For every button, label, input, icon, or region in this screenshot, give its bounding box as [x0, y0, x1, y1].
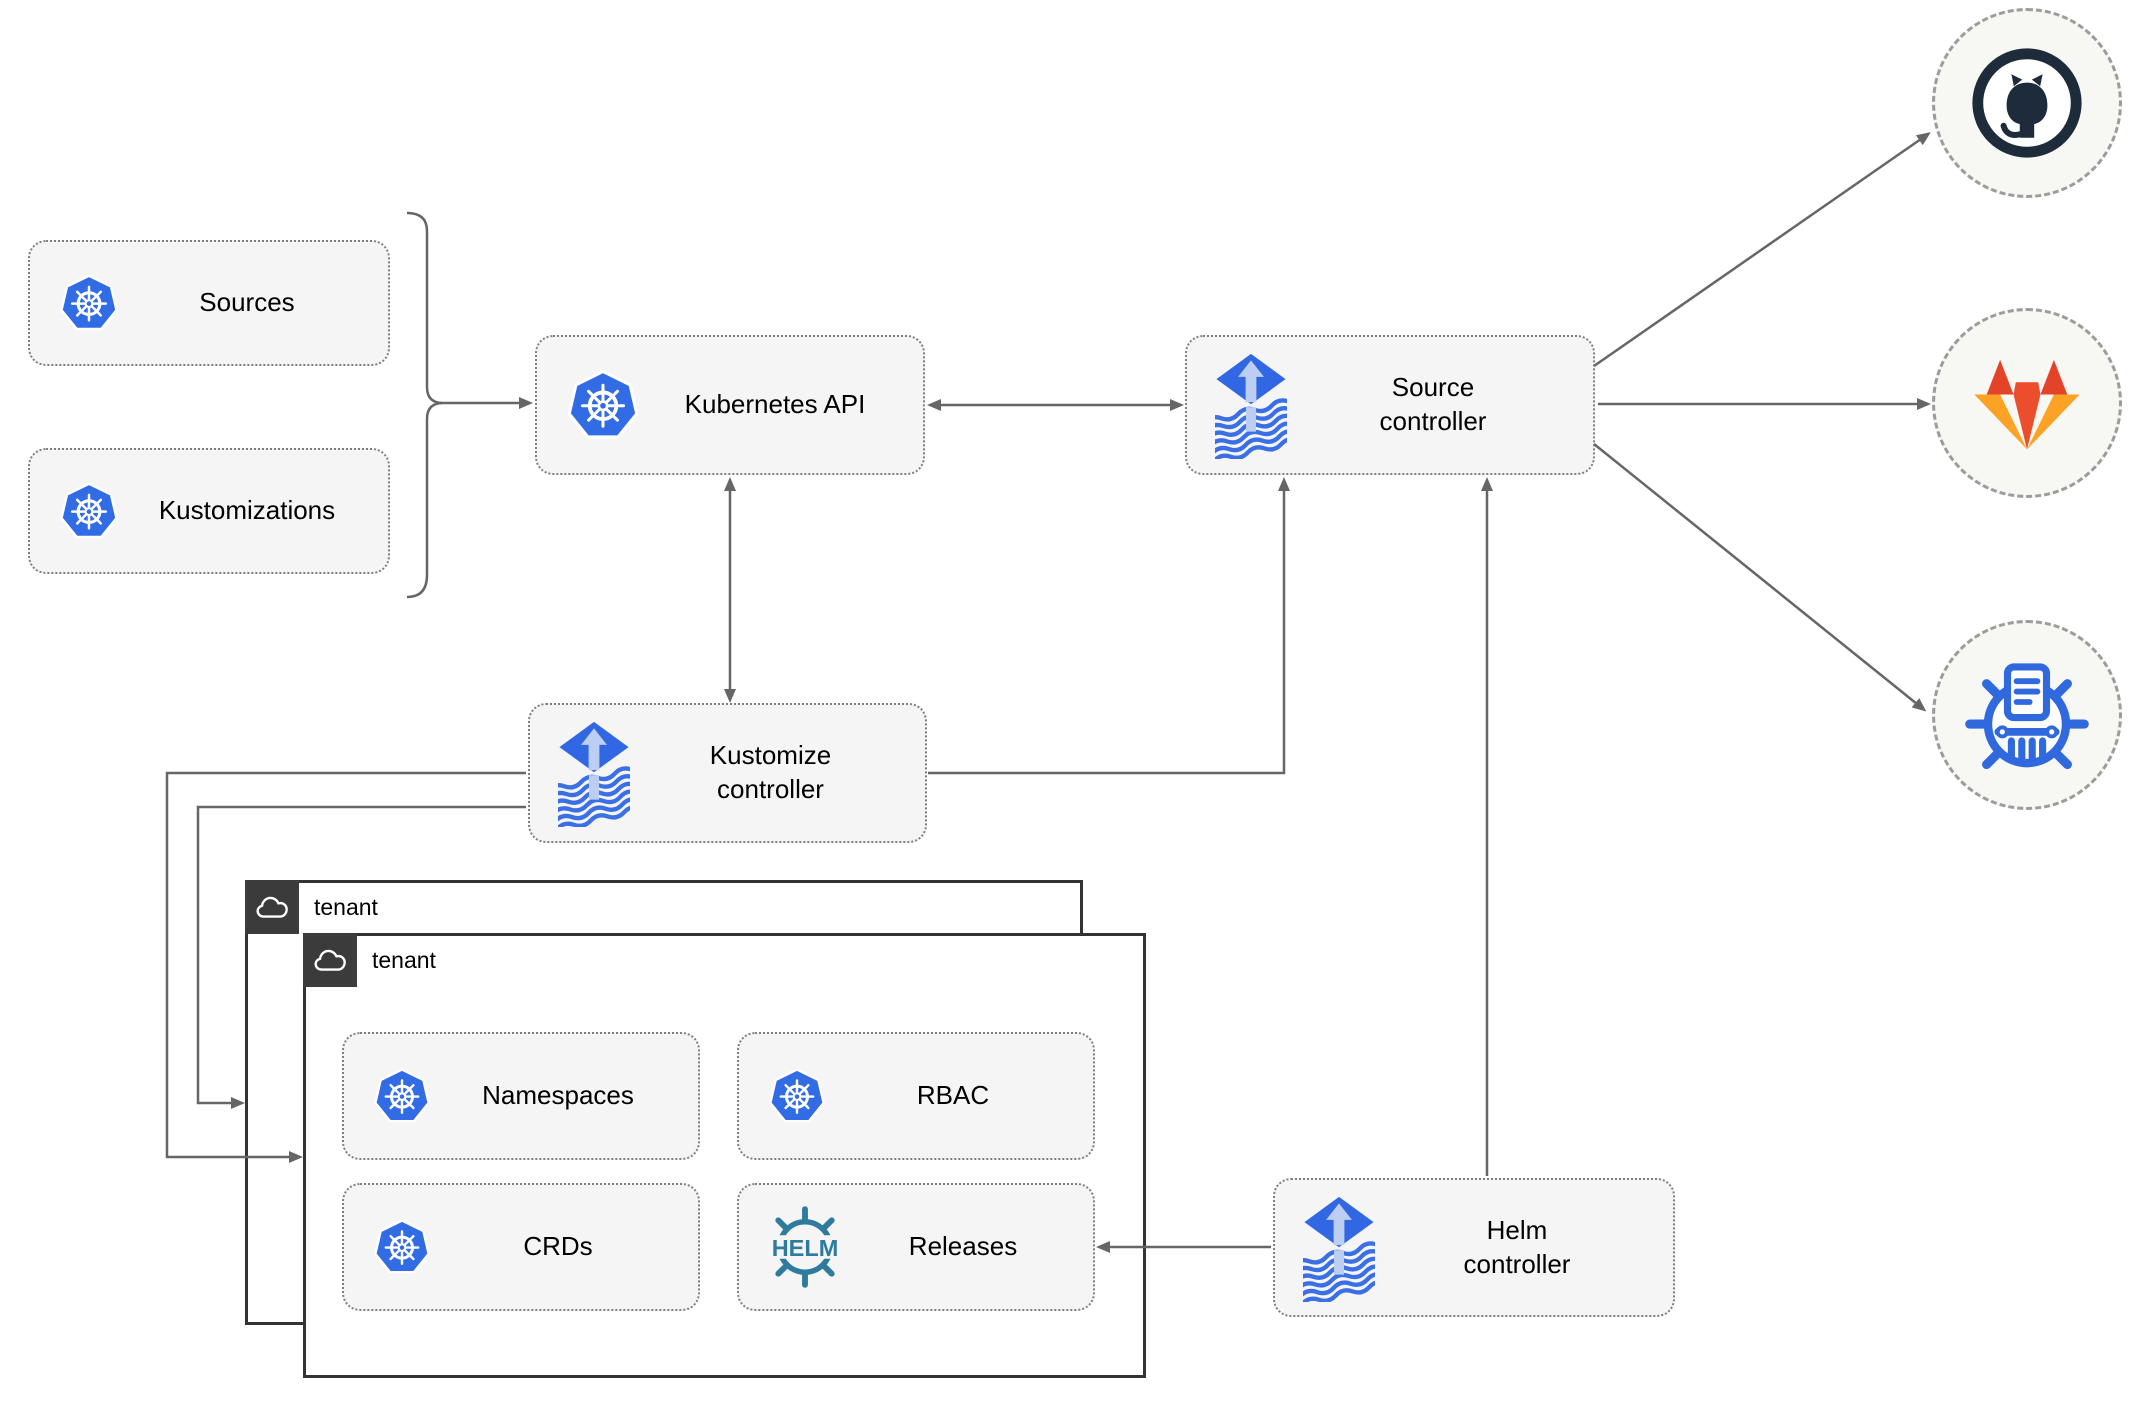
- kustomize-controller-node: Kustomize controller: [528, 703, 927, 843]
- namespaces-node: Namespaces: [342, 1032, 700, 1160]
- bracket-sources-group: [406, 211, 444, 599]
- kubernetes-icon: [372, 1066, 432, 1126]
- tenant-label: tenant: [314, 894, 378, 920]
- github-octocat-icon: [1967, 43, 2087, 163]
- node-label: Source controller: [1379, 372, 1487, 436]
- cloud-icon: [313, 946, 347, 974]
- node-label: Kustomizations: [158, 495, 336, 526]
- source-controller-node: Source controller: [1185, 335, 1595, 475]
- kubernetes-api-node: Kubernetes API: [535, 335, 925, 475]
- helm-controller-node: Helm controller: [1273, 1178, 1675, 1317]
- node-label: RBAC: [916, 1080, 990, 1111]
- releases-node: Releases: [737, 1183, 1095, 1311]
- tenant-header: [245, 880, 299, 934]
- kubernetes-icon: [372, 1217, 432, 1277]
- crds-node: CRDs: [342, 1183, 700, 1311]
- chartmuseum-endpoint: [1932, 620, 2122, 810]
- kubernetes-icon: [58, 480, 120, 542]
- flux-icon: [1303, 1194, 1375, 1302]
- kubernetes-icon: [767, 1066, 827, 1126]
- github-endpoint: [1932, 8, 2122, 198]
- helm-icon: [763, 1205, 847, 1289]
- node-label: Kubernetes API: [684, 389, 866, 420]
- gitlab-endpoint: [1932, 308, 2122, 498]
- sources-node: Sources: [28, 240, 390, 366]
- kubernetes-icon: [58, 272, 120, 334]
- node-label: Namespaces: [482, 1080, 634, 1111]
- flux-icon: [558, 719, 630, 827]
- flux-icon: [1215, 351, 1287, 459]
- connector-sourcectrl-to-github: [1593, 132, 1931, 368]
- node-label: Sources: [199, 287, 295, 318]
- chartmuseum-icon: [1962, 650, 2092, 780]
- connector-kustomize-to-sourcectrl: [928, 477, 1290, 775]
- connector-sourcectrl-to-chartmuseum: [1593, 443, 1927, 712]
- tenant-header: [303, 933, 357, 987]
- node-label: Releases: [908, 1231, 1018, 1262]
- gitlab-tanuki-icon: [1971, 353, 2083, 454]
- node-label: Helm controller: [1463, 1214, 1571, 1279]
- tenant-label: tenant: [372, 947, 436, 973]
- kubernetes-icon: [565, 367, 641, 443]
- kustomizations-node: Kustomizations: [28, 448, 390, 574]
- cloud-icon: [255, 893, 289, 921]
- node-label: Kustomize controller: [709, 740, 832, 804]
- node-label: CRDs: [523, 1231, 593, 1262]
- rbac-node: RBAC: [737, 1032, 1095, 1160]
